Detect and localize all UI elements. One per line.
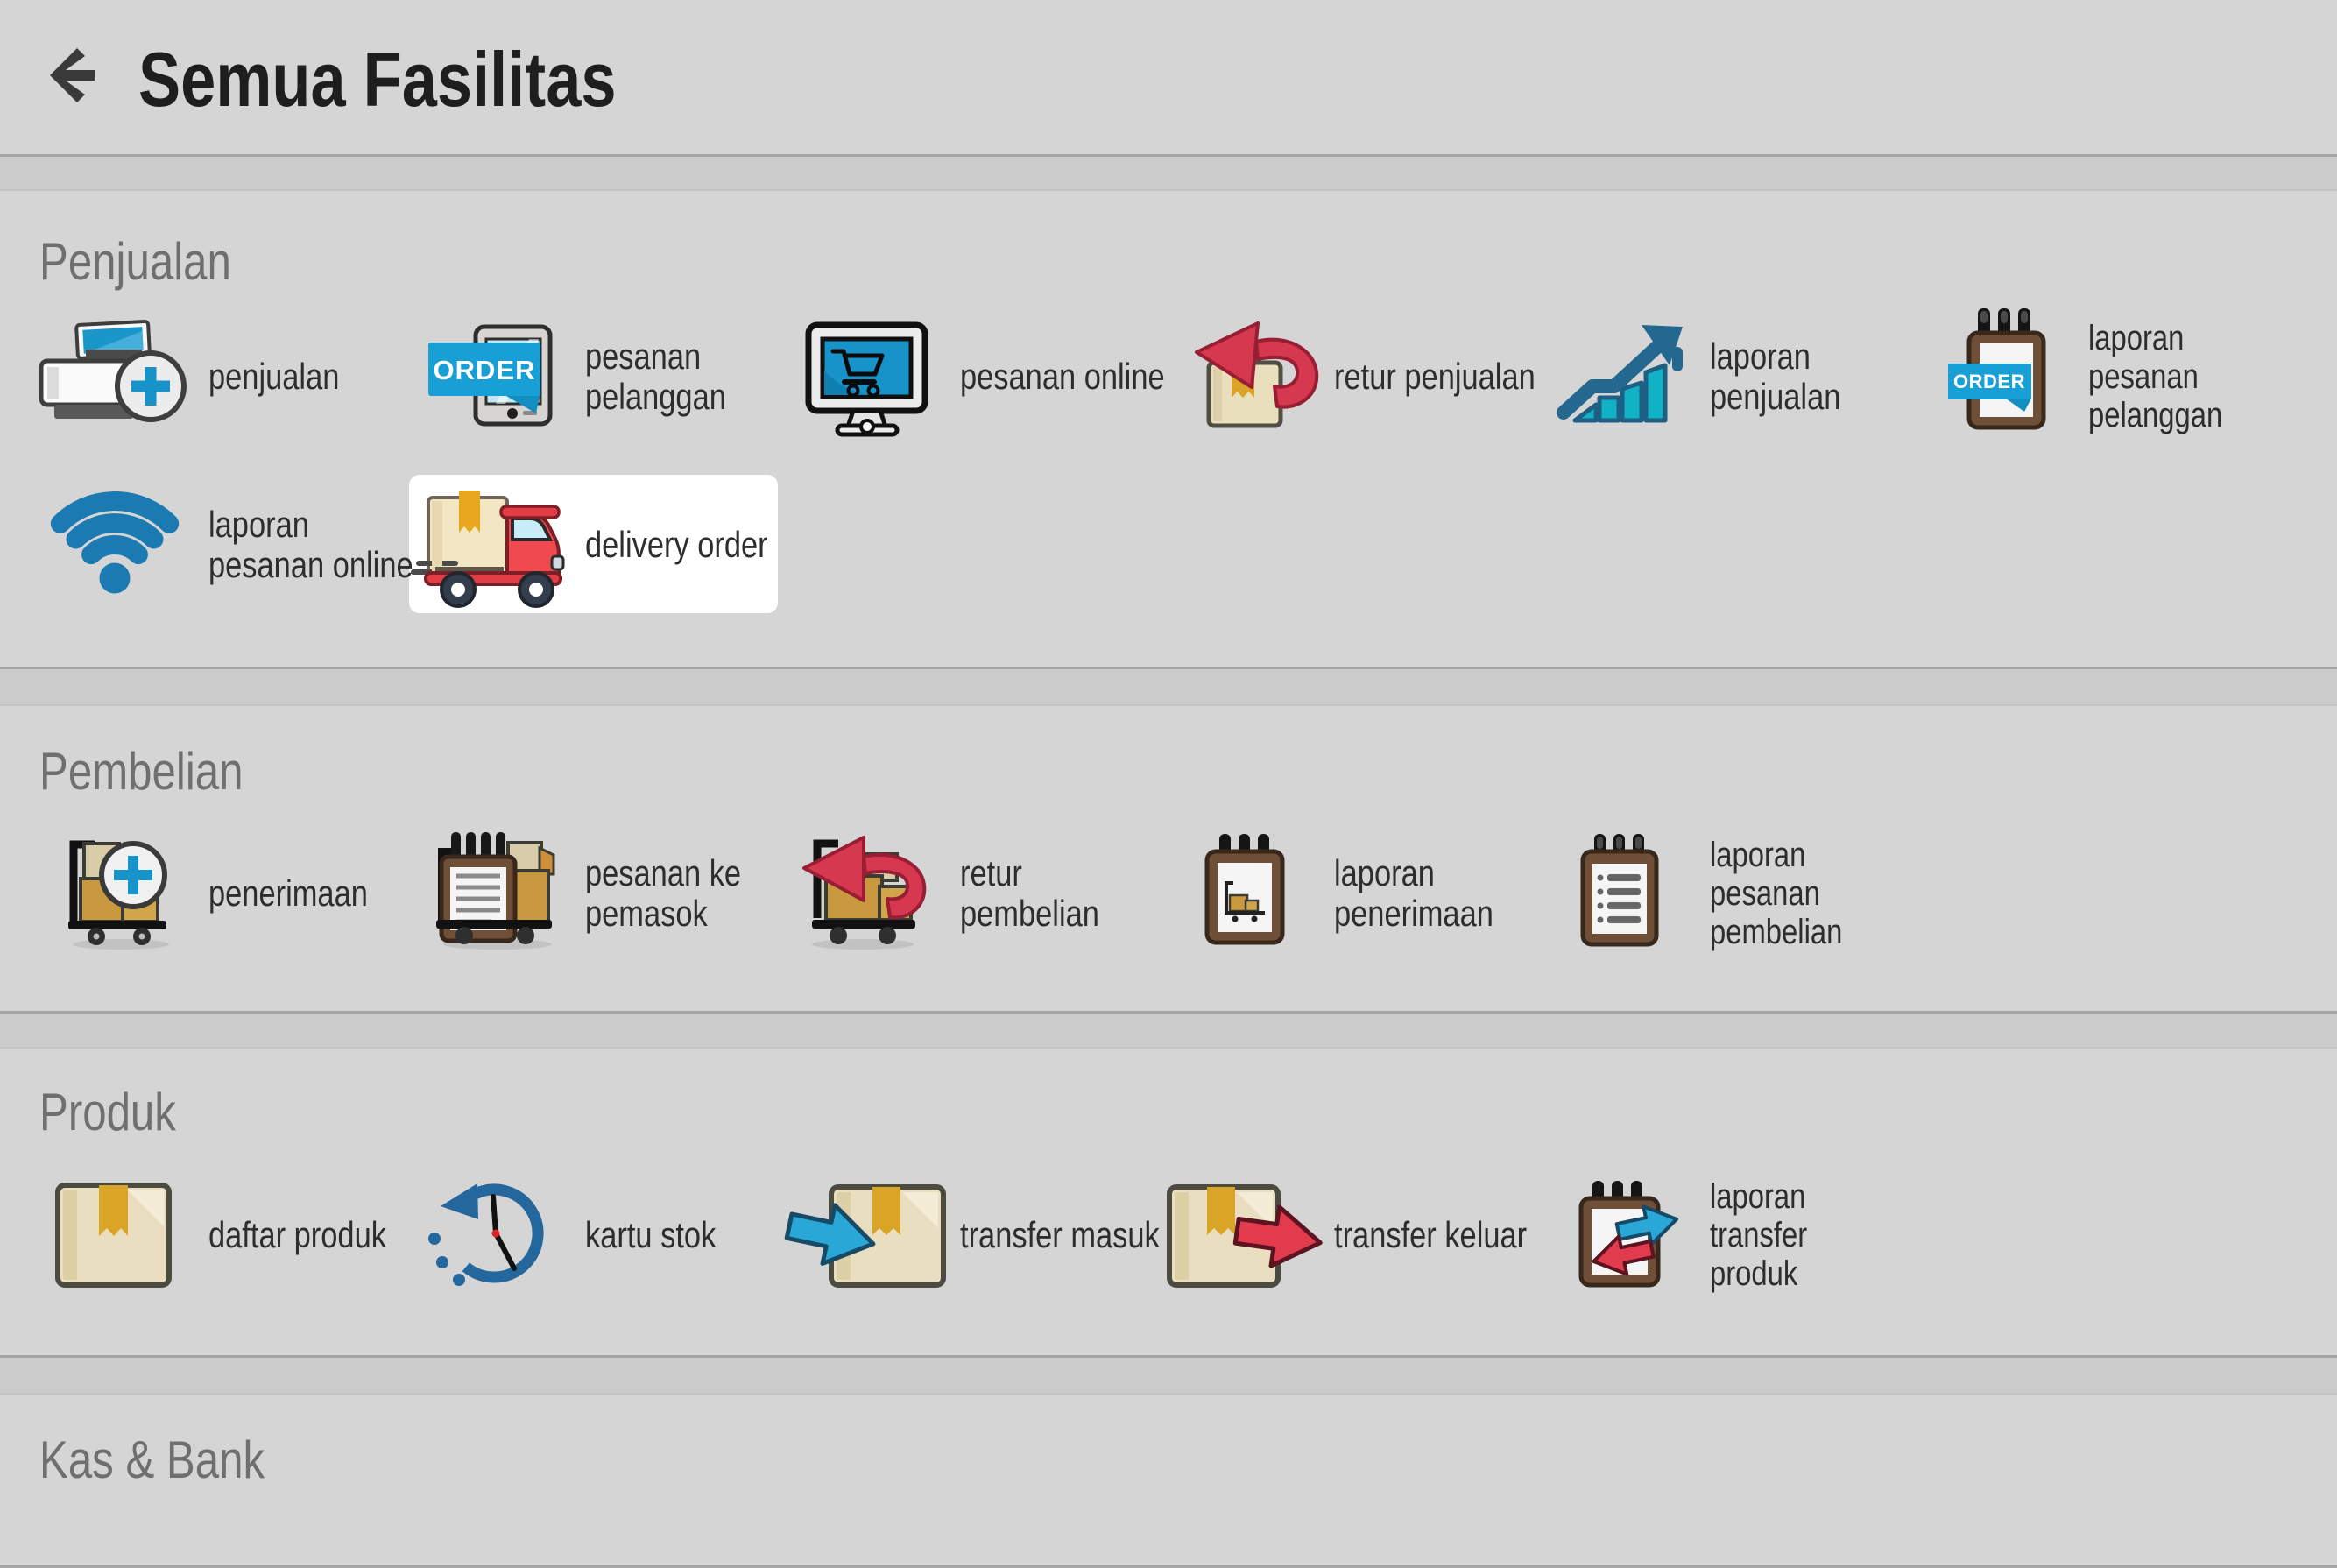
svg-text:ORDER: ORDER (434, 355, 536, 385)
svg-text:ORDER: ORDER (1953, 371, 2025, 392)
